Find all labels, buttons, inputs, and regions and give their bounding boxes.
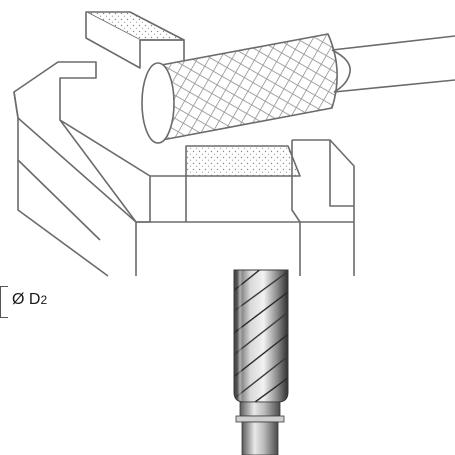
vise-front-block (136, 221, 301, 276)
milling-burr-in-vise-illustration (13, 11, 455, 277)
vise-right-jaw (292, 139, 355, 276)
workpiece-channel (185, 145, 301, 177)
dimension-bracket (0, 286, 8, 318)
burr-head (155, 33, 338, 141)
cylindrical-carbide-burr-illustration (233, 269, 289, 455)
diameter-subscript: 2 (40, 293, 48, 307)
burr-end-face (141, 62, 175, 144)
diameter-label: Ø D2 (12, 291, 47, 309)
vise-left-block (13, 61, 151, 223)
diameter-symbol: Ø D (12, 291, 41, 308)
burr-shank (331, 35, 455, 93)
